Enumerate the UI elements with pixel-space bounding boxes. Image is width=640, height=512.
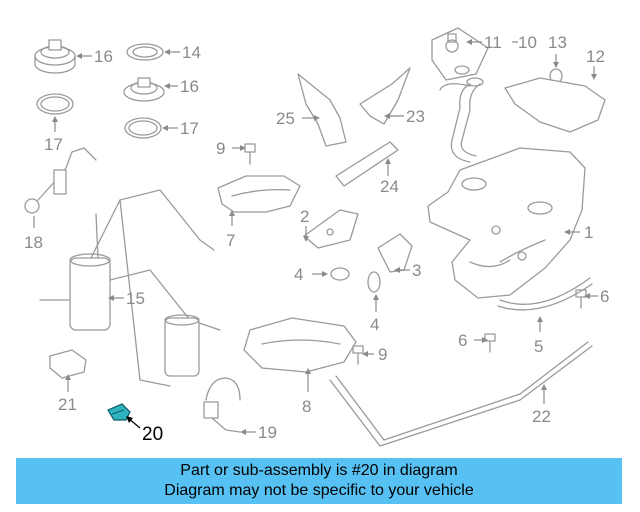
part-16-pump-flange-second xyxy=(123,77,165,102)
part-9-bolt-upper xyxy=(244,143,256,165)
part-3-shield xyxy=(377,233,413,273)
part-1-fuel-tank xyxy=(427,147,586,299)
callout-17-left[interactable]: 17 xyxy=(44,135,63,154)
callout-20-highlighted[interactable]: 20 xyxy=(142,424,163,445)
callout-3[interactable]: 3 xyxy=(412,261,421,280)
callout-16-top[interactable]: 16 xyxy=(94,47,113,66)
callout-labels: 16 14 16 17 17 11 10 13 12 25 23 9 18 7 … xyxy=(24,33,609,445)
callout-4-lower[interactable]: 4 xyxy=(370,315,379,334)
part-18-sender xyxy=(24,147,97,214)
callout-8[interactable]: 8 xyxy=(302,397,311,416)
callout-17-right[interactable]: 17 xyxy=(180,119,199,138)
callout-23[interactable]: 23 xyxy=(406,107,425,126)
part-16-pump-flange-top xyxy=(34,39,76,74)
part-5-strap xyxy=(497,277,593,311)
callout-7[interactable]: 7 xyxy=(226,231,235,250)
part-12-filler-neck xyxy=(439,77,606,163)
callout-5[interactable]: 5 xyxy=(534,337,543,356)
callout-6-upper[interactable]: 6 xyxy=(600,287,609,306)
callout-10[interactable]: 10 xyxy=(518,33,537,52)
callout-16-second[interactable]: 16 xyxy=(180,77,199,96)
part-7-skid-plate xyxy=(217,175,301,213)
fuel-system-exploded-diagram: 16 14 16 17 17 11 10 13 12 25 23 9 18 7 … xyxy=(24,27,609,447)
part-info-banner: Part or sub-assembly is #20 in diagram D… xyxy=(16,458,622,504)
callout-19[interactable]: 19 xyxy=(258,423,277,442)
callout-9-lower[interactable]: 9 xyxy=(378,345,387,364)
callout-6-lower[interactable]: 6 xyxy=(458,331,467,350)
part-8-skid-plate-lower xyxy=(243,317,357,373)
part-22-fuel-line xyxy=(329,341,593,447)
callout-1[interactable]: 1 xyxy=(584,223,593,242)
callout-2[interactable]: 2 xyxy=(300,207,309,226)
part-14-lock-ring xyxy=(126,43,164,61)
part-24-rail xyxy=(335,141,399,187)
part-23-bracket xyxy=(359,67,411,125)
part-4-grommet-upper xyxy=(330,267,350,281)
part-2-bracket xyxy=(303,209,359,249)
part-17-seal-ring-left xyxy=(36,93,74,115)
callout-14[interactable]: 14 xyxy=(182,43,201,62)
callout-11[interactable]: 11 xyxy=(484,33,502,52)
callout-24[interactable]: 24 xyxy=(380,177,399,196)
callout-12[interactable]: 12 xyxy=(586,47,605,66)
callout-15[interactable]: 15 xyxy=(126,289,145,308)
leader-lines xyxy=(33,39,598,435)
callout-9-upper[interactable]: 9 xyxy=(216,139,225,158)
banner-line-disclaimer: Diagram may not be specific to your vehi… xyxy=(164,482,474,499)
part-9-bolt-lower xyxy=(352,345,364,365)
callout-4-upper[interactable]: 4 xyxy=(294,265,303,284)
callout-25[interactable]: 25 xyxy=(276,109,295,128)
part-20-highlighted-clip xyxy=(107,403,131,421)
callout-13[interactable]: 13 xyxy=(548,33,567,52)
callout-18[interactable]: 18 xyxy=(24,233,43,252)
part-11-filler-cap-box xyxy=(431,27,489,81)
part-4-grommet-lower xyxy=(367,271,381,293)
banner-line-part-number: Part or sub-assembly is #20 in diagram xyxy=(180,462,458,479)
part-6-bolt-lower xyxy=(484,333,496,353)
callout-22[interactable]: 22 xyxy=(532,407,551,426)
callout-21[interactable]: 21 xyxy=(58,395,77,414)
part-19-sensor-harness xyxy=(203,377,241,433)
part-25-heat-shield xyxy=(297,73,347,147)
part-17-seal-ring-right xyxy=(124,117,162,139)
part-21-control-module xyxy=(49,349,87,379)
part-15-fuel-pump-module xyxy=(39,189,221,387)
